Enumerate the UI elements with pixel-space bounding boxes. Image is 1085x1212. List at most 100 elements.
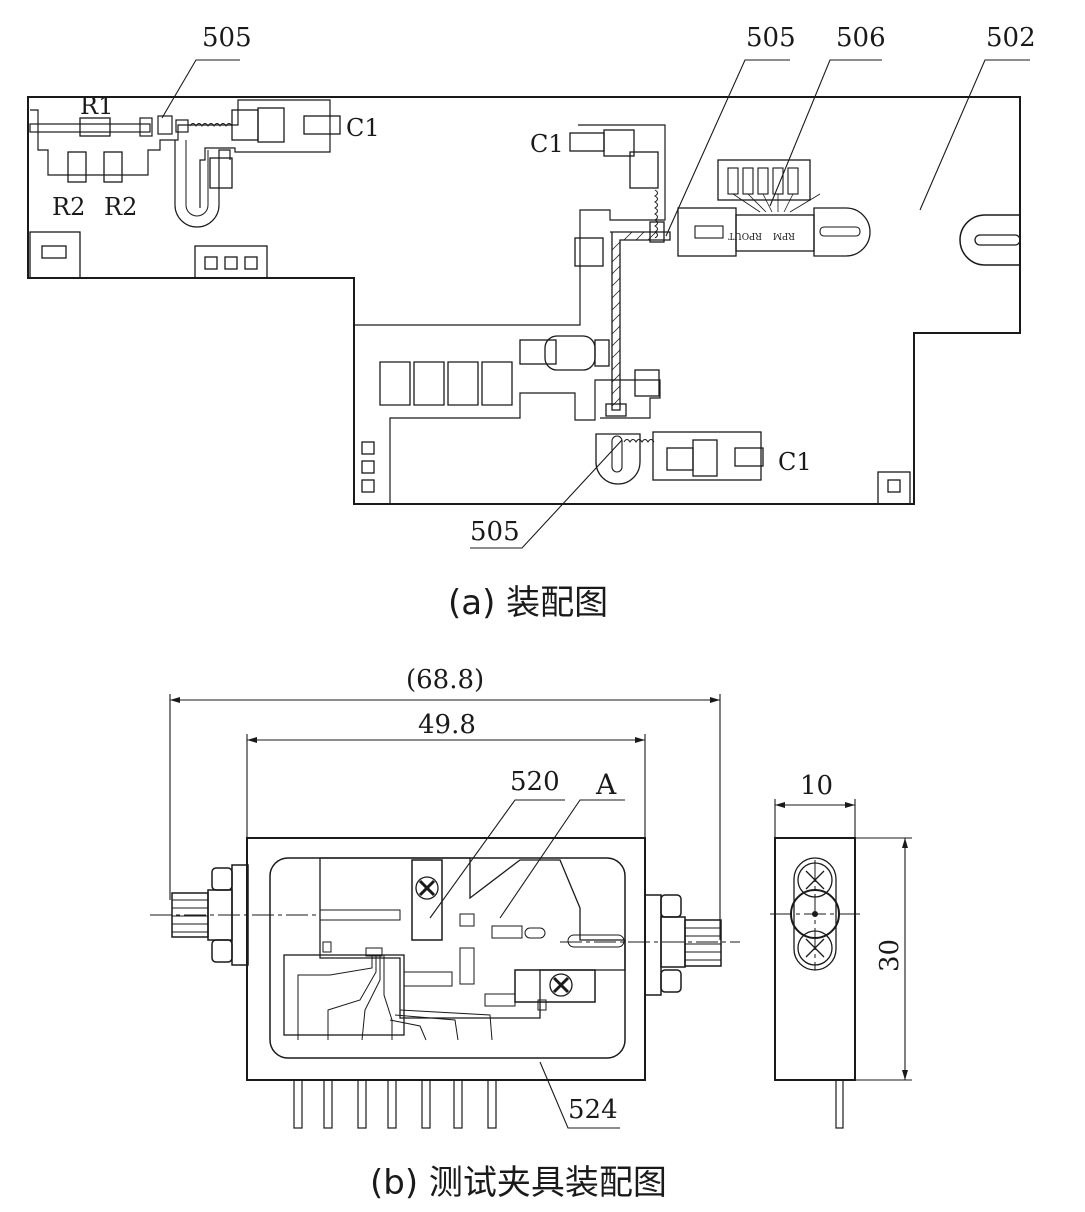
trace-chip xyxy=(694,225,724,239)
label-c1-top-left: C1 xyxy=(346,114,380,142)
pad-bottom-link xyxy=(605,403,627,417)
screw-right xyxy=(549,973,573,997)
caption-a: (a) 装配图 xyxy=(448,583,608,623)
square-pad-3 xyxy=(361,479,375,493)
r2-left-pad xyxy=(67,151,87,183)
side-connector-pin xyxy=(812,911,818,917)
stub-pad xyxy=(209,157,233,189)
assembly-diagram-a: RPM RPOUT xyxy=(27,23,1036,623)
square-pad-2 xyxy=(361,460,375,474)
pad-small-2 xyxy=(175,119,189,133)
dimension-lines xyxy=(169,694,912,1081)
label-c1-bottom: C1 xyxy=(778,448,812,476)
c1-middle-body xyxy=(603,129,635,157)
side-screw-bottom-cross xyxy=(805,938,825,958)
u-stub-inner xyxy=(185,140,209,217)
fixture-board xyxy=(319,857,626,1019)
side-screw-top-cross xyxy=(805,870,825,890)
label-506: 506 xyxy=(836,23,886,53)
mounting-slot-right xyxy=(959,214,1020,266)
u-stub-left xyxy=(174,140,231,228)
dim-body: 49.8 xyxy=(418,710,476,740)
fixture-body xyxy=(246,837,646,1081)
label-r2-left: R2 xyxy=(52,193,85,221)
u-stub-bottom xyxy=(595,433,641,485)
control-leads xyxy=(297,955,493,1041)
clamp-bar-left xyxy=(411,859,443,941)
component-505-left xyxy=(157,115,173,135)
label-505-bottom: 505 xyxy=(470,517,520,547)
screw-right-cross xyxy=(552,976,570,994)
r1-pad xyxy=(79,117,111,137)
wire-coil-1 xyxy=(189,123,233,127)
slot-inner xyxy=(974,234,1021,246)
chip-text-rpout: RPOUT xyxy=(728,230,762,240)
fixture-pins xyxy=(293,1079,497,1129)
fixture-circuit-parts xyxy=(319,909,625,1011)
hatched-line-outline xyxy=(610,231,671,411)
label-502: 502 xyxy=(986,23,1036,53)
u-stub-right xyxy=(813,207,871,257)
board-outline xyxy=(27,96,1021,505)
test-fixture-diagram-b: (68.8) 49.8 10 30 xyxy=(150,665,912,1203)
transistor-body xyxy=(544,335,596,371)
pin-connector xyxy=(194,245,268,279)
c1-middle-lower xyxy=(629,151,659,189)
c1-bottom-pad-left xyxy=(666,447,694,471)
side-screw-bottom xyxy=(797,930,833,966)
leader-lines-b xyxy=(429,799,625,1129)
side-screw-top xyxy=(797,862,833,898)
dim-side-height: 30 xyxy=(875,939,905,972)
component-505-right xyxy=(649,221,665,243)
label-520: 520 xyxy=(510,767,560,797)
r2-right-pad xyxy=(103,151,123,183)
caption-b: (b) 测试夹具装配图 xyxy=(370,1163,667,1203)
pin-1 xyxy=(204,256,218,270)
side-view-body xyxy=(774,837,856,1081)
chip-left-block xyxy=(677,207,737,257)
lower-circuit-region xyxy=(389,379,661,504)
pad-block-left xyxy=(29,231,81,279)
c1-right-pad xyxy=(303,115,341,135)
center-lines xyxy=(150,860,862,970)
label-505-top-right: 505 xyxy=(746,23,796,53)
pad-left-mid xyxy=(574,237,604,267)
pad-lower-right xyxy=(634,369,660,397)
sma-connector-right xyxy=(644,894,722,996)
label-a: A xyxy=(595,768,617,801)
corner-block xyxy=(877,471,911,505)
label-r1: R1 xyxy=(80,92,113,120)
dim-side-width: 10 xyxy=(800,771,833,801)
c1-bottom-frame xyxy=(652,431,762,481)
c1-body xyxy=(257,107,285,143)
side-connector-frame xyxy=(793,857,837,971)
hatch-marks xyxy=(611,231,657,407)
bond-pads xyxy=(727,167,799,195)
u-stub-right-inner xyxy=(819,226,861,237)
c1-bottom-body xyxy=(692,439,718,477)
transistor-pad xyxy=(519,339,557,365)
side-connector-center xyxy=(790,889,840,939)
corner-pad xyxy=(887,479,901,493)
pad-square xyxy=(41,245,67,259)
clamp-bar-right xyxy=(514,969,596,1003)
transistor-lead xyxy=(594,339,610,367)
screw-left xyxy=(415,876,439,900)
label-505-top-left: 505 xyxy=(202,23,252,53)
left-circuit-region xyxy=(30,99,331,208)
bond-wires xyxy=(732,193,821,213)
dimension-arrows xyxy=(170,697,908,1080)
wire-coil-2 xyxy=(654,189,658,239)
u-stub-bottom-inner xyxy=(611,435,623,473)
screw-left-cross xyxy=(418,879,436,897)
control-board xyxy=(283,954,405,1036)
pin-2 xyxy=(224,256,238,270)
label-r2-right: R2 xyxy=(104,193,137,221)
bond-pad-frame xyxy=(717,159,811,201)
capacitor-array xyxy=(379,361,513,406)
square-pad-1 xyxy=(361,441,375,455)
c1-bottom-pad-right xyxy=(734,447,764,467)
pad-small-1 xyxy=(139,117,153,137)
